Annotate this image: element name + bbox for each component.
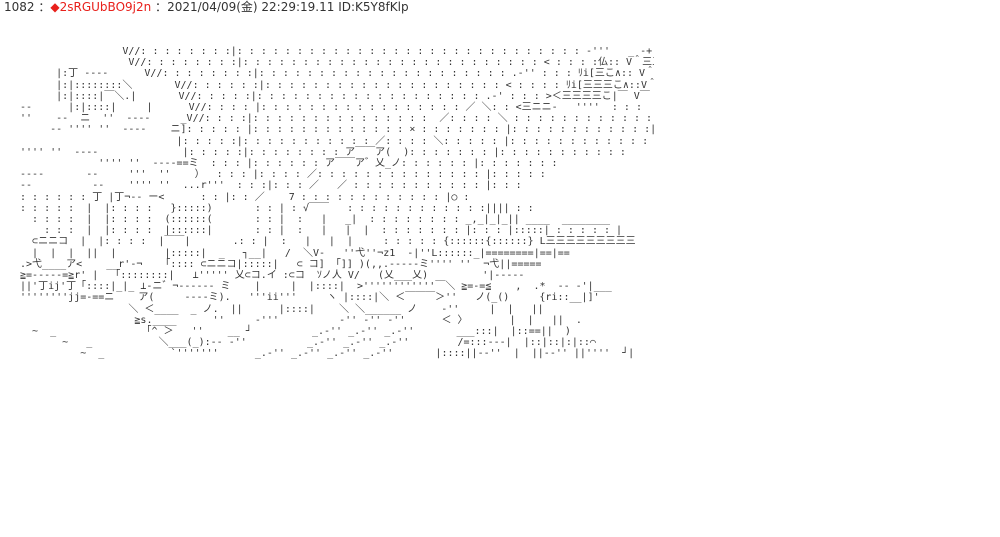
ascii-art-line: '''' '' ----==ミ : : : |: : : : : : ア￣￣ア゛…	[14, 158, 558, 170]
ascii-art-body: V//: : : : : : : :|: : : : : : : : : : :…	[14, 46, 654, 516]
ascii-art-line: -- |:|::::| | V//: : : : |: : : : : : : …	[14, 102, 654, 114]
poster-id[interactable]: ID:K5Y8fKlp	[338, 0, 409, 14]
ascii-art-line: |:|::::|￣＼.| V//: : : : :|: : : : : : : …	[14, 90, 650, 102]
ascii-art-line: : : : : | |: : : : (::::::( : : | : | _|…	[14, 214, 611, 226]
ascii-art-line: .>弋____ア< __r'-¬ 「:::: ⊂ニニコ|:::::| ⊂ コ] …	[14, 258, 542, 270]
ascii-art-line: V//: : : : : : : :|: : : : : : : : : : :…	[14, 57, 654, 69]
ascii-art-line: ''''''''jj=-==ニ ア( ----ミ). '''ii''' ヽ |:…	[14, 292, 600, 304]
ascii-art-line: ~ _ ＼___(_):-- -'' _.-'' _.-'' _.-'' /=:…	[14, 337, 596, 349]
ascii-art-line: |: : : : :|: : : : : : : : : : : ／: : : …	[14, 135, 649, 147]
post-datetime: 2021/04/09(金) 22:29:19.11	[167, 0, 335, 14]
ascii-art-line: '''' '' ---- |: : : : :|: : : : : : : : …	[14, 146, 626, 158]
ascii-art-line: '' -- ニ '' ---- _V//: : : :|: : : : : : …	[14, 113, 654, 125]
ascii-art-line: ---- -- ''' '' ） : : : |: : : : ／: : : :…	[14, 169, 546, 181]
ascii-art-line: ||'丁ij'丁「::::|_|_ ⊥-ニ゛¬------ ミ | | |:::…	[14, 281, 612, 293]
ascii-art-line: ≧=-----=≧r' | 「::::::::| ⊥''''' 乂⊂コ.イ :⊂…	[14, 270, 525, 282]
ascii-art-line: : : : : : | |: : : : }:::::) : : | : √￣￣…	[14, 202, 534, 214]
post-number[interactable]: 1082	[4, 0, 35, 14]
ascii-art-line: -- '''' '' ---- ニ]: : : : : |: : : : : :…	[14, 124, 654, 136]
ascii-art-line: ≧s.____ '' -''' -'' -'' -'' ＜ 〉 | | || .	[14, 314, 582, 326]
header-separator: ：	[155, 0, 168, 14]
ascii-art-line: | | | || | |:::::| _ ┐__| / ＼V- ''弋''¬z1…	[14, 247, 570, 259]
ascii-art-line: : : : | |: : : : |::::::| : : | : | | | …	[14, 225, 623, 237]
ascii-art-line: V//: : : : : : : :|: : : : : : : : : : :…	[14, 46, 654, 57]
post-header: 1082 ：◆2sRGUbBO9j2n ：2021/04/09(金) 22:29…	[4, 0, 409, 14]
poster-name: ◆2sRGUbBO9j2n	[50, 0, 152, 14]
ascii-art-line: ⊂ニニコ | |: : : : |￣￣| .: : | : | | | : : …	[14, 236, 636, 248]
ascii-art-line: ~ _ `''''''' _.-'' _.-'' _.-'' _.-'' |::…	[14, 348, 635, 360]
ascii-art-line: -- -- '''' '' ...r''' : : :|: : : ／ ／ : …	[14, 180, 522, 192]
header-separator: ：	[38, 0, 51, 14]
ascii-art-line: ~ _ ｢^ ＞ '' __ ┘ _.-'' _.-'' _.-'' ___::…	[14, 326, 571, 338]
ascii-art-line: |:|::::::::＼ V//: : : : : :|: : : : : : …	[14, 79, 654, 91]
ascii-art-line: |:丁 ---- V//: : : : : : : :|: : : : : : …	[14, 68, 654, 80]
ascii-art-line: ＼ ＜____ _ ノ. || |::::| ＼ ＼______ ノ ‐'' |…	[14, 303, 544, 315]
ascii-art-line: : : : : : : 丁 |丁¬-- ー< : : |: : ／ 7 : : …	[14, 191, 470, 203]
